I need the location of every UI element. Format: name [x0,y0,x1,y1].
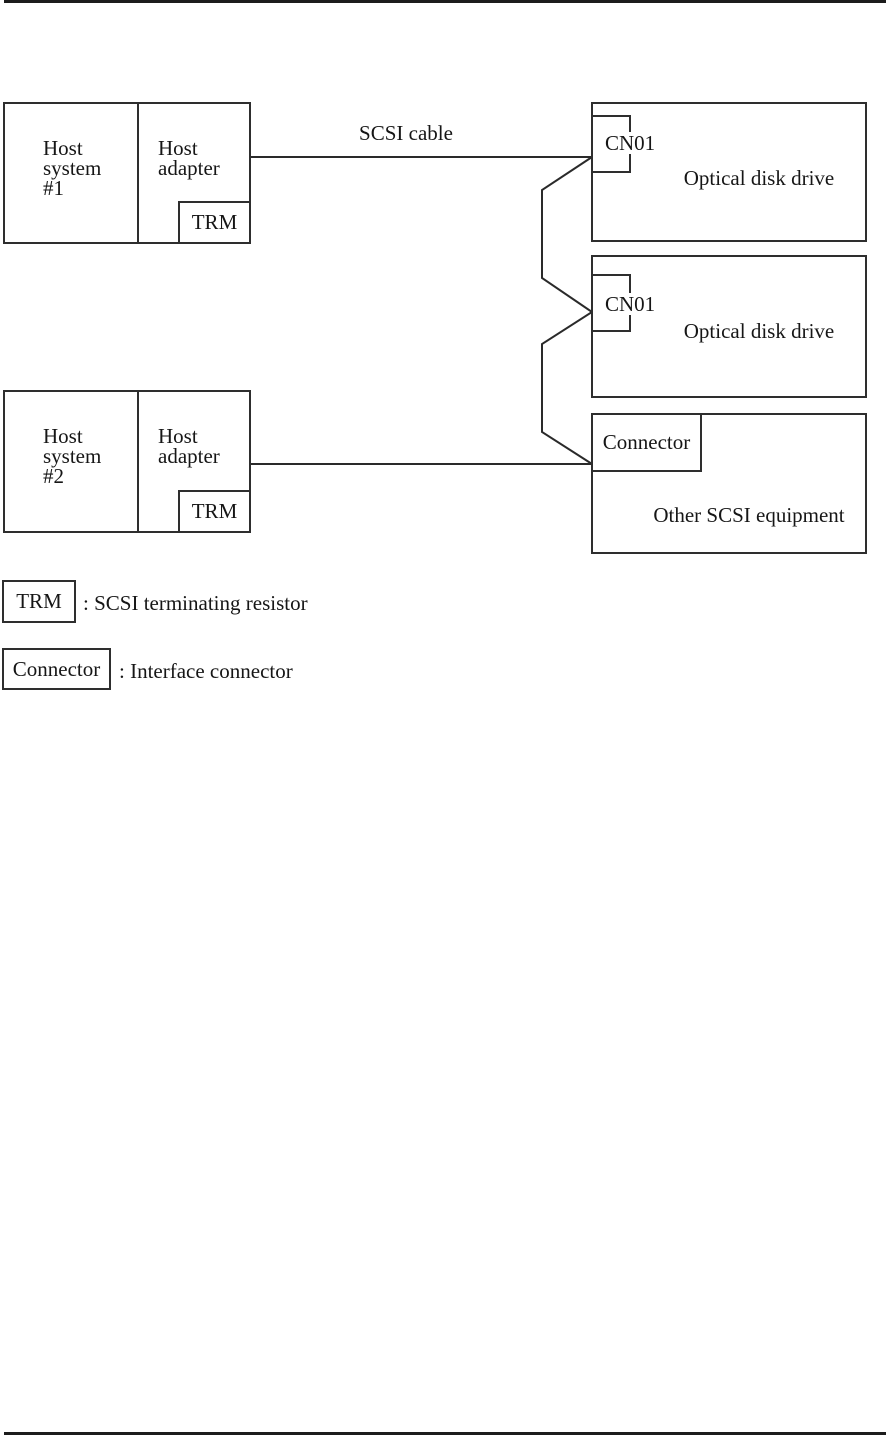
equipment-connector-box: Connector [591,413,702,472]
trm-1-label: TRM [191,210,238,234]
host1-adapter-divider [137,104,139,242]
trm-1-box: TRM [178,201,251,244]
legend-trm-box: TRM [2,580,76,623]
legend-trm-box-label: TRM [16,589,62,613]
host-system-2-box: Host system #2 Host adapter TRM [3,390,251,533]
host-adapter-2-label: Host adapter [158,424,220,468]
host-system-1-box: Host system #1 Host adapter TRM [3,102,251,244]
drive2-cn01-label: CN01 [602,293,659,315]
optical-disk-drive-2-label: Optical disk drive [683,319,835,343]
optical-disk-drive-1-box: CN01 Optical disk drive [591,102,867,242]
drive1-cn01-label: CN01 [602,132,659,154]
other-scsi-equipment-box: Connector Other SCSI equipment [591,413,867,554]
page-top-rule [4,0,886,3]
host-system-1-label: Host system #1 [43,136,102,200]
legend-connector-box-label: Connector [12,656,101,681]
optical-disk-drive-2-box: CN01 Optical disk drive [591,255,867,398]
legend-connector-caption: : Interface connector [119,659,293,683]
scsi-cable-label: SCSI cable [359,121,453,145]
equipment-connector-label: Connector [602,430,691,454]
trm-2-label: TRM [191,499,238,523]
host-system-2-label: Host system #2 [43,424,102,488]
page-bottom-rule [4,1432,886,1435]
other-scsi-equipment-label: Other SCSI equipment [653,503,845,527]
host-adapter-1-label: Host adapter [158,136,220,180]
legend-connector-box: Connector [2,648,111,690]
legend-trm-caption: : SCSI terminating resistor [83,591,308,615]
optical-disk-drive-1-label: Optical disk drive [683,166,835,190]
host2-adapter-divider [137,392,139,531]
scsi-daisy-chain-line [541,156,594,465]
trm-2-box: TRM [178,490,251,533]
